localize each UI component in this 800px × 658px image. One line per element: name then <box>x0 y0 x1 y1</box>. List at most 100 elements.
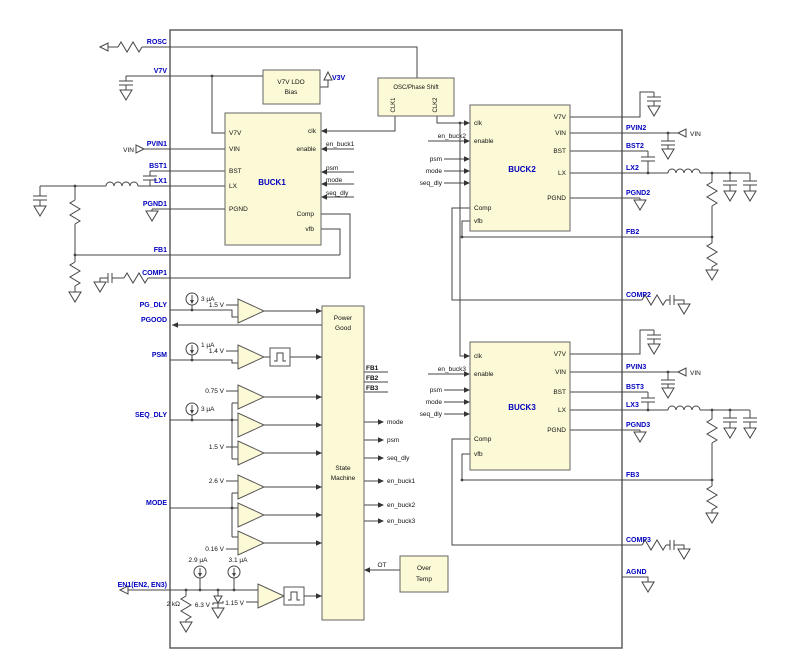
power-good-title-line1: Power <box>334 315 353 322</box>
buck1-pin-clk: clk <box>308 128 317 135</box>
ground-icon <box>647 105 661 117</box>
pin-bst3: BST3 <box>626 384 644 391</box>
ground-icon <box>119 89 133 101</box>
buck1-pin-v7v: V7V <box>229 130 242 137</box>
buck3-pin-vfb: vfb <box>474 451 483 458</box>
en-zener-bar <box>212 601 224 605</box>
ground-icon <box>33 205 47 217</box>
ground-icon <box>743 190 757 202</box>
arrow-icon <box>464 168 470 174</box>
buck2-block <box>469 104 571 232</box>
sm-enbuck2-output: en_buck2 <box>387 502 416 509</box>
comp1-cap <box>107 272 113 284</box>
wire-en <box>128 578 322 622</box>
wire-pgnd1 <box>151 208 225 211</box>
buck3-en-signal: en_buck3 <box>438 366 467 373</box>
v7v-bypass-cap <box>118 80 134 86</box>
lx2-output-cap-a <box>722 180 738 186</box>
ground-icon <box>633 199 647 211</box>
buck3-psm-signal: psm <box>430 387 442 394</box>
arrow-icon <box>464 156 470 162</box>
v7v2-bypass-cap <box>646 96 662 102</box>
en-current-a: 2.9 µA <box>189 557 209 564</box>
fb1-divider-top-resistor <box>69 199 81 225</box>
arrow-icon <box>378 502 384 508</box>
ldo-bias-block <box>262 69 321 105</box>
ground-icon <box>705 269 719 281</box>
sm-enbuck3-output: en_buck3 <box>387 518 416 525</box>
arrow-icon <box>378 419 384 425</box>
pin-lx1: LX1 <box>154 178 167 185</box>
arrow-icon <box>316 308 322 314</box>
arrow-icon <box>316 422 322 428</box>
pin-pvin2: PVIN2 <box>626 125 646 132</box>
fb1-divider-bottom-resistor <box>69 261 81 287</box>
lx3-output-cap-a <box>722 417 738 423</box>
arrow-icon <box>316 394 322 400</box>
pgdly-threshold: 1.5 V <box>209 302 225 309</box>
buck1-title: BUCK1 <box>258 178 286 187</box>
ldo-title-line2: Bias <box>285 89 298 96</box>
mode-high-threshold: 2.6 V <box>209 478 225 485</box>
vin2-input-cap <box>660 140 676 146</box>
wire-buck2-stubs <box>428 140 464 184</box>
wire-fb1 <box>75 228 341 256</box>
seqdly-current: 3 µA <box>201 406 215 413</box>
arrow-icon <box>464 180 470 186</box>
pin-lx2: LX2 <box>626 165 639 172</box>
buck1-block <box>224 112 322 246</box>
right-pin-labels: PVIN2 VIN BST2 LX2 PGND2 FB2 COMP2 PVIN3… <box>626 125 701 576</box>
lx3-output-cap-b <box>742 417 758 423</box>
pin-comp1: COMP1 <box>142 270 167 277</box>
seq-low-threshold: 0.75 V <box>205 388 224 395</box>
buck2-mode-signal: mode <box>426 168 443 175</box>
buck2-pin-vin: VIN <box>555 130 566 137</box>
en-current-b: 3.1 µA <box>229 557 249 564</box>
arrow-icon <box>316 540 322 546</box>
analog-values: 1.5 V 1.4 V 0.75 V 1.5 V 2.6 V 0.16 V 1.… <box>166 296 248 609</box>
mode-comparator-low <box>237 530 265 556</box>
pin-en1: EN1(EN2, EN3) <box>118 582 167 589</box>
wire-comp1 <box>99 213 351 282</box>
pgdly-comparator <box>237 298 265 324</box>
over-temp-title-line1: Over <box>417 565 432 572</box>
wire-rosc <box>108 46 418 78</box>
en-pulldown-resistor <box>180 595 192 621</box>
state-machine-io-labels: FB1 FB2 FB3 mode psm seq_dly en_buck1 en… <box>366 365 416 525</box>
pin-bst2: BST2 <box>626 143 644 150</box>
arrow-icon <box>464 399 470 405</box>
buck2-pin-v7v: V7V <box>554 114 567 121</box>
v3v-label: V3V <box>332 75 346 82</box>
lx1-inductor <box>105 181 139 187</box>
wire-mode <box>170 480 322 550</box>
pin-bst1: BST1 <box>149 163 167 170</box>
mode-comparator-mid <box>237 502 265 528</box>
v7v3-bypass-cap <box>646 334 662 340</box>
bst3-bootstrap-cap <box>640 397 656 403</box>
sm-seqdly-output: seq_dly <box>387 455 410 462</box>
buck1-en-signal: en_buck1 <box>326 141 355 148</box>
buck1-pin-comp: Comp <box>297 211 315 218</box>
pin-pvin1: PVIN1 <box>147 141 167 148</box>
arrow-icon <box>464 353 470 359</box>
en-comparator <box>257 583 285 609</box>
lx1-output-cap <box>32 195 48 201</box>
pin-mode: MODE <box>146 500 167 507</box>
sm-mode-output: mode <box>387 419 404 426</box>
power-good-state-machine-block <box>321 305 365 621</box>
buck2-pin-comp: Comp <box>474 205 492 212</box>
buck3-mode-signal: mode <box>426 399 443 406</box>
wire-v7v <box>125 75 263 134</box>
psm-threshold: 1.4 V <box>209 348 225 355</box>
vin1-source-arrow <box>135 144 145 154</box>
ground-icon <box>179 621 193 633</box>
osc-phase-shift-block <box>377 77 455 117</box>
buck2-pin-names: clk enable Comp vfb V7V VIN BST LX PGND … <box>420 114 567 225</box>
buck2-psm-signal: psm <box>430 156 442 163</box>
sm-psm-output: psm <box>387 437 399 444</box>
buck2-title: BUCK2 <box>508 165 536 174</box>
buck2-pin-lx: LX <box>558 170 567 177</box>
wire-lx1 <box>39 185 225 292</box>
vin3-source-label: VIN <box>690 370 701 377</box>
